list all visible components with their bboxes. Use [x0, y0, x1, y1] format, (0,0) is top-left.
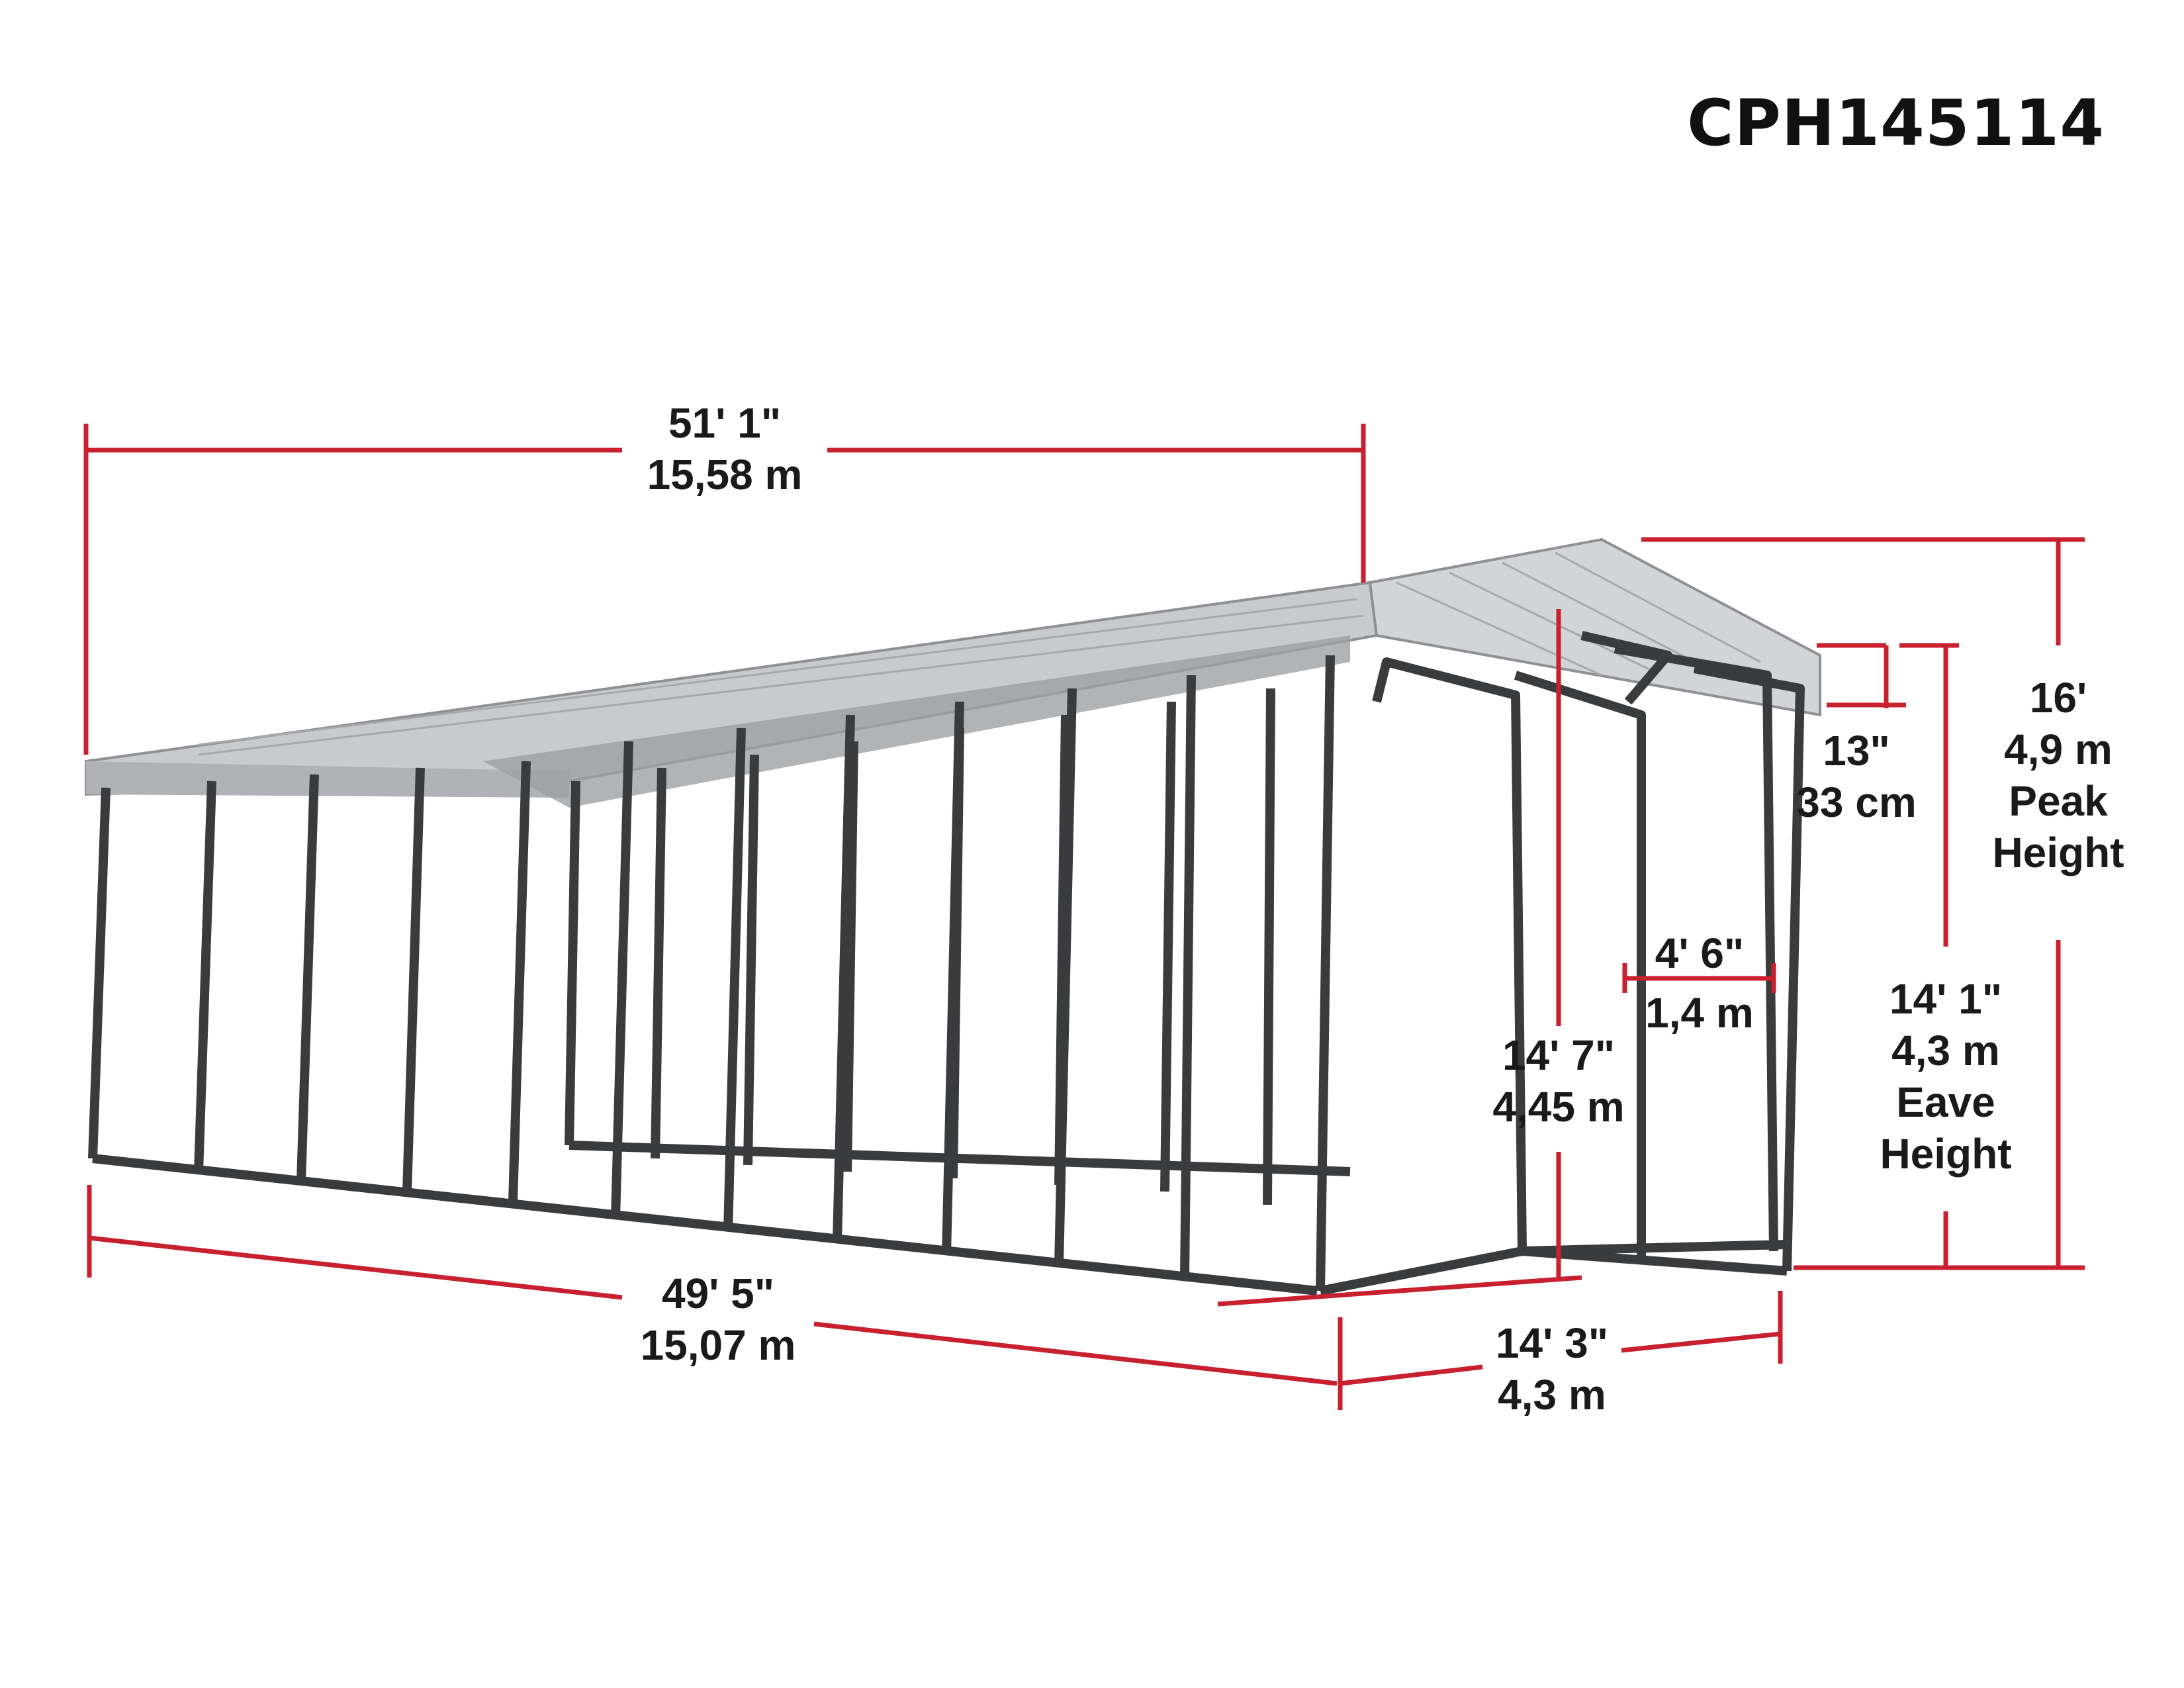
- eave-height-metric: 4,3 m: [1891, 1027, 2000, 1074]
- model-code: CPH145114: [1687, 86, 2105, 160]
- width-metric: 4,3 m: [1498, 1371, 1606, 1419]
- post: [651, 767, 666, 1159]
- base-rail-side: [92, 1154, 1318, 1295]
- width-imperial: 14' 3": [1495, 1319, 1609, 1367]
- post: [88, 787, 111, 1159]
- post: [743, 754, 759, 1166]
- front-bow: [1372, 657, 1527, 1252]
- post: [611, 741, 633, 1219]
- post: [723, 727, 746, 1232]
- roof-drop-label: 13" 33 cm: [1796, 725, 1916, 828]
- post: [1054, 714, 1070, 1186]
- frame: [88, 631, 1805, 1295]
- roof-length-label: 51' 1" 15,58 m: [647, 397, 803, 500]
- overhang-metric: 1,4 m: [1645, 989, 1754, 1037]
- base-rail-front-back: [1522, 1240, 1788, 1256]
- post: [1160, 701, 1176, 1192]
- roof-eave-trim: [86, 761, 569, 798]
- eave-height-imperial: 14' 1": [1889, 975, 2003, 1023]
- peak-height-metric: 4,9 m: [2004, 726, 2113, 773]
- post: [194, 780, 216, 1172]
- overhang-label: 4' 6" 1,4 m: [1645, 927, 1754, 1039]
- roof-length-imperial: 51' 1": [668, 399, 782, 447]
- eave-height-label: 14' 1" 4,3 m Eave Height: [1880, 973, 2011, 1180]
- post: [508, 761, 531, 1202]
- front-bow: [1693, 664, 1805, 1272]
- post: [842, 741, 858, 1172]
- base-length-metric: 15,07 m: [640, 1321, 796, 1369]
- base-rail-inner: [569, 1141, 1351, 1176]
- roof-drop-metric: 33 cm: [1796, 778, 1917, 826]
- roof-front-panel: [1368, 538, 1821, 717]
- post: [1263, 688, 1275, 1205]
- post: [565, 780, 580, 1146]
- post: [1180, 675, 1196, 1278]
- base-rail-front: [1319, 1246, 1788, 1295]
- roof-drop-imperial: 13": [1823, 727, 1890, 774]
- width-label: 14' 3" 4,3 m: [1496, 1317, 1608, 1421]
- roof-length-metric: 15,58 m: [647, 451, 803, 498]
- base-length-imperial: 49' 5": [661, 1270, 775, 1317]
- post: [296, 774, 319, 1182]
- center-height-label: 14' 7" 4,45 m: [1492, 1029, 1624, 1133]
- eave-height-caption-1: Eave: [1896, 1078, 1995, 1126]
- post: [1316, 655, 1335, 1291]
- eave-height-caption-2: Height: [1880, 1130, 2012, 1178]
- base-length-label: 49' 5" 15,07 m: [641, 1268, 796, 1371]
- post: [402, 767, 425, 1192]
- center-height-metric: 4,45 m: [1492, 1083, 1625, 1131]
- overhang-imperial: 4' 6": [1655, 929, 1745, 977]
- dimension-lines: [83, 424, 2085, 1410]
- post: [948, 727, 964, 1179]
- peak-height-imperial: 16': [2029, 674, 2087, 722]
- peak-height-caption-2: Height: [1992, 829, 2124, 876]
- peak-height-caption-1: Peak: [2009, 777, 2108, 825]
- center-height-imperial: 14' 7": [1502, 1031, 1615, 1079]
- front-bow: [1614, 644, 1778, 1252]
- roof-underside: [483, 635, 1350, 808]
- peak-height-label: 16' 4,9 m Peak Height: [1992, 672, 2124, 878]
